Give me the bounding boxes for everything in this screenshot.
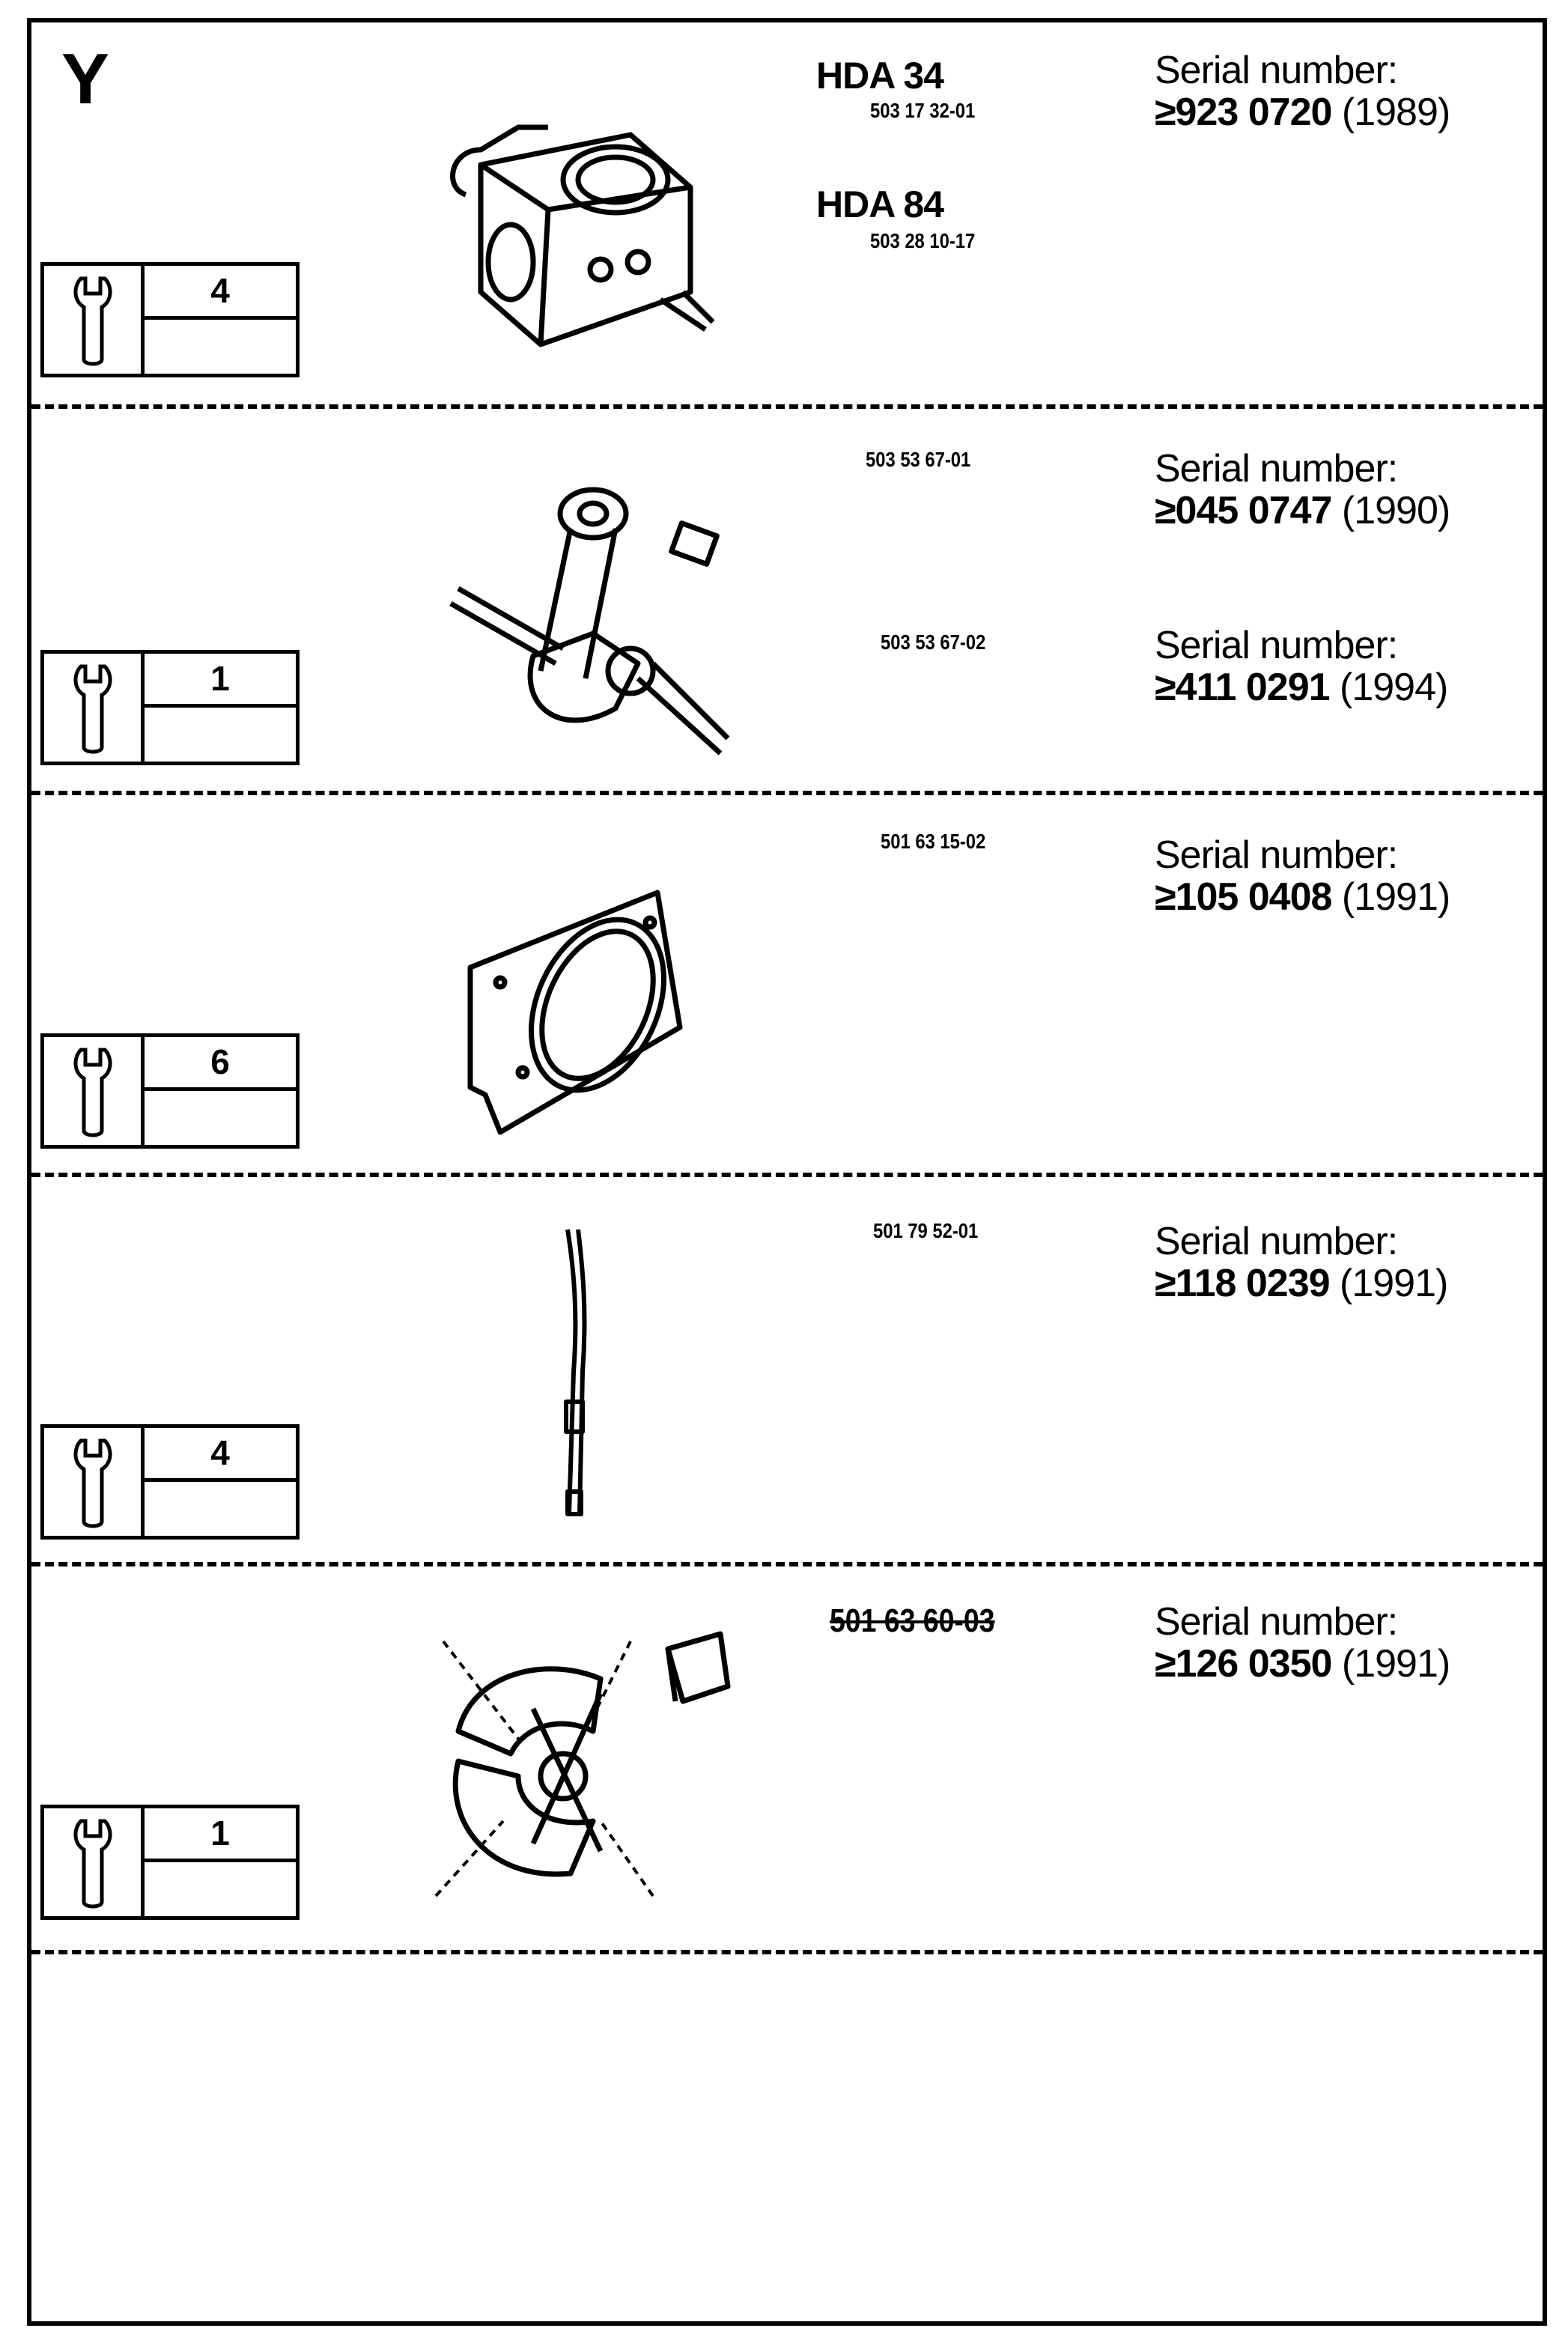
- serial-info: Serial number: ≥923 0720 (1989): [1155, 49, 1450, 133]
- wrench-icon: [44, 654, 145, 762]
- part-number: 503 28 10-17: [870, 229, 976, 252]
- spec-value: 1: [145, 654, 296, 708]
- serial-label: Serial number:: [1155, 1600, 1398, 1644]
- part-number: 501 63 60-03: [830, 1602, 995, 1639]
- model-name: HDA 34: [816, 55, 944, 97]
- serial-year: (1991): [1341, 1642, 1450, 1686]
- parts-page: Y 4: [27, 18, 1547, 2326]
- wrench-icon: [44, 266, 145, 374]
- serial-label: Serial number:: [1155, 447, 1398, 490]
- serial-year: (1991): [1340, 1262, 1448, 1305]
- crankshaft-icon: [443, 484, 743, 772]
- spec-value: 6: [145, 1037, 296, 1091]
- section-clutch: 1 501 63 60-03: [31, 1566, 1543, 1950]
- serial-value: ≥126 0350: [1155, 1642, 1332, 1686]
- serial-year: (1991): [1341, 875, 1450, 919]
- serial-value: ≥923 0720: [1155, 91, 1332, 134]
- section-divider: [31, 791, 1543, 795]
- serial-info: Serial number: ≥126 0350 (1991): [1155, 1601, 1450, 1685]
- serial-info: Serial number: ≥105 0408 (1991): [1155, 834, 1450, 918]
- wrench-icon: [44, 1428, 145, 1536]
- spec-value: 4: [145, 1428, 296, 1482]
- serial-value: ≥411 0291: [1155, 666, 1331, 709]
- section-gasket-plate: 6 501 63 15-02 Serial number: ≥105 0408 …: [31, 795, 1543, 1173]
- spec-box: 6: [40, 1033, 300, 1149]
- section-divider: [31, 1950, 1543, 1954]
- serial-label: Serial number:: [1155, 833, 1398, 877]
- part-number: 501 63 15-02: [881, 830, 986, 853]
- part-number: 503 17 32-01: [870, 99, 976, 122]
- section-fuel-hose: 4 501 79 52-01 Serial number: ≥118 0239 …: [31, 1177, 1543, 1562]
- serial-value: ≥118 0239: [1155, 1262, 1331, 1305]
- part-number: 503 53 67-02: [881, 630, 986, 654]
- serial-value: ≥105 0408: [1155, 875, 1332, 919]
- serial-year: (1990): [1341, 489, 1450, 532]
- serial-info: Serial number: ≥045 0747 (1990): [1155, 448, 1450, 532]
- wrench-icon: [44, 1808, 145, 1916]
- section-divider: [31, 1562, 1543, 1566]
- fuel-hose-icon: [548, 1222, 593, 1525]
- serial-label: Serial number:: [1155, 49, 1398, 92]
- gasket-plate-icon: [455, 878, 695, 1151]
- serial-info: Serial number: ≥411 0291 (1994): [1155, 624, 1448, 709]
- section-carburetor: 4 HDA 34 503 17 32-01 HDA 84: [31, 22, 1543, 404]
- spec-box: 1: [40, 1805, 300, 1920]
- spec-box: 1: [40, 650, 300, 765]
- section-divider: [31, 404, 1543, 409]
- spec-value: 4: [145, 266, 296, 320]
- serial-label: Serial number:: [1155, 624, 1398, 667]
- spec-box: 4: [40, 262, 300, 377]
- section-crankshaft: 1 503 53 67-01 503 53 67-02 Serial: [31, 409, 1543, 791]
- serial-label: Serial number:: [1155, 1220, 1398, 1263]
- spec-value: 1: [145, 1808, 296, 1862]
- wrench-icon: [44, 1037, 145, 1145]
- page-letter: Y: [61, 39, 110, 119]
- spec-box: 4: [40, 1424, 300, 1540]
- clutch-icon: [428, 1626, 743, 1915]
- model-name: HDA 84: [816, 183, 944, 225]
- serial-info: Serial number: ≥118 0239 (1991): [1155, 1220, 1448, 1305]
- part-number: 503 53 67-01: [866, 448, 971, 471]
- part-number: 501 79 52-01: [873, 1219, 979, 1242]
- carburetor-icon: [436, 105, 720, 378]
- serial-year: (1989): [1341, 91, 1450, 134]
- section-divider: [31, 1173, 1543, 1177]
- serial-year: (1994): [1340, 666, 1448, 709]
- serial-value: ≥045 0747: [1155, 489, 1332, 532]
